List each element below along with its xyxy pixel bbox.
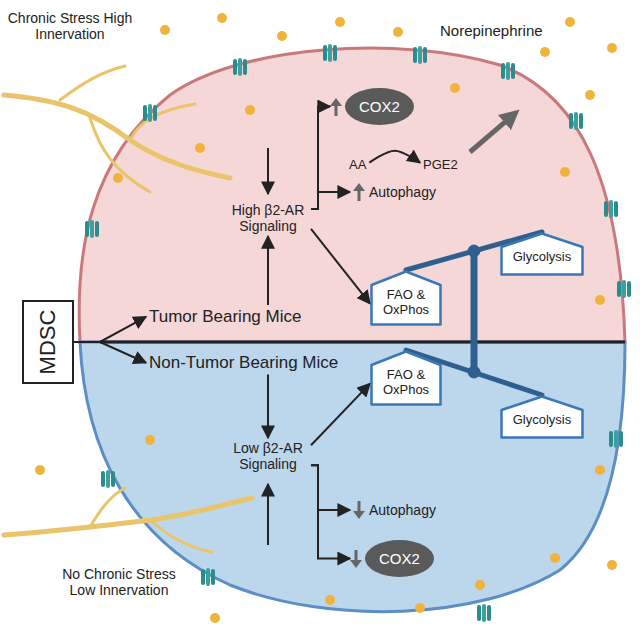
divider-line (100, 341, 625, 344)
condition-label: Non-Tumor Bearing Mice (146, 351, 341, 375)
signaling-label: High β2-AR Signaling (225, 200, 311, 236)
node-text: Low β2-AR Signaling (233, 440, 303, 472)
scale-pan: Glycolysis (500, 395, 584, 439)
connector-arrow (74, 342, 146, 363)
connector-arrow (311, 229, 370, 304)
process-label: Autophagy (350, 498, 439, 522)
node-text: Autophagy (369, 502, 436, 518)
connector-arrow (311, 107, 330, 210)
node-text: Autophagy (369, 184, 436, 200)
enzyme-ellipse: COX2 (330, 88, 414, 125)
node-text: Glycolysis (513, 249, 572, 264)
signaling-label: Low β2-AR Signaling (225, 438, 311, 474)
node-text: PGE2 (423, 157, 458, 172)
connector-arrow (74, 317, 146, 342)
node-text: COX2 (365, 540, 434, 577)
ligand-label: Norepinephrine (440, 22, 543, 39)
node-text: Non-Tumor Bearing Mice (149, 353, 338, 372)
connector-arrow (369, 151, 420, 163)
connector-arrow (311, 192, 350, 209)
scale-pan: FAO & OxPhos (370, 350, 442, 406)
node-text: MDSC (35, 310, 61, 375)
substrate-label: AA (346, 156, 369, 175)
cell-type-box: MDSC (22, 300, 74, 384)
node-text: COX2 (345, 88, 414, 125)
node-text: Glycolysis (513, 412, 572, 427)
node-text: High β2-AR Signaling (232, 202, 305, 234)
release-arrow (470, 116, 512, 152)
increase-arrow (353, 182, 365, 202)
node-text: FAO & OxPhos (383, 287, 429, 317)
norepinephrine-dots (35, 13, 617, 623)
scale-pan: Glycolysis (500, 232, 584, 276)
enzyme-ellipse: COX2 (350, 540, 434, 577)
node-text: FAO & OxPhos (383, 367, 429, 397)
condition-label: Tumor Bearing Mice (146, 305, 304, 329)
connector-arrow (267, 236, 269, 305)
process-label: Autophagy (350, 180, 439, 204)
stress-label: Chronic Stress High Innervation (6, 10, 134, 42)
node-text: AA (349, 157, 366, 172)
product-label: PGE2 (420, 156, 461, 175)
increase-arrow (330, 97, 342, 117)
receptor-signal-arrow (267, 484, 269, 545)
cell-top-half (79, 48, 625, 342)
connector-arrow (267, 375, 269, 438)
beta2-receptors (85, 44, 631, 622)
stress-label: No Chronic Stress Low Innervation (52, 566, 186, 598)
decrease-arrow (353, 500, 365, 520)
connector-arrow (311, 465, 350, 510)
node-text: Tumor Bearing Mice (149, 307, 301, 326)
decrease-arrow (350, 549, 362, 569)
connector-arrow (311, 384, 370, 446)
connector-arrow (311, 465, 350, 558)
receptor-signal-arrow (267, 148, 269, 194)
scale-pan: FAO & OxPhos (370, 270, 442, 326)
